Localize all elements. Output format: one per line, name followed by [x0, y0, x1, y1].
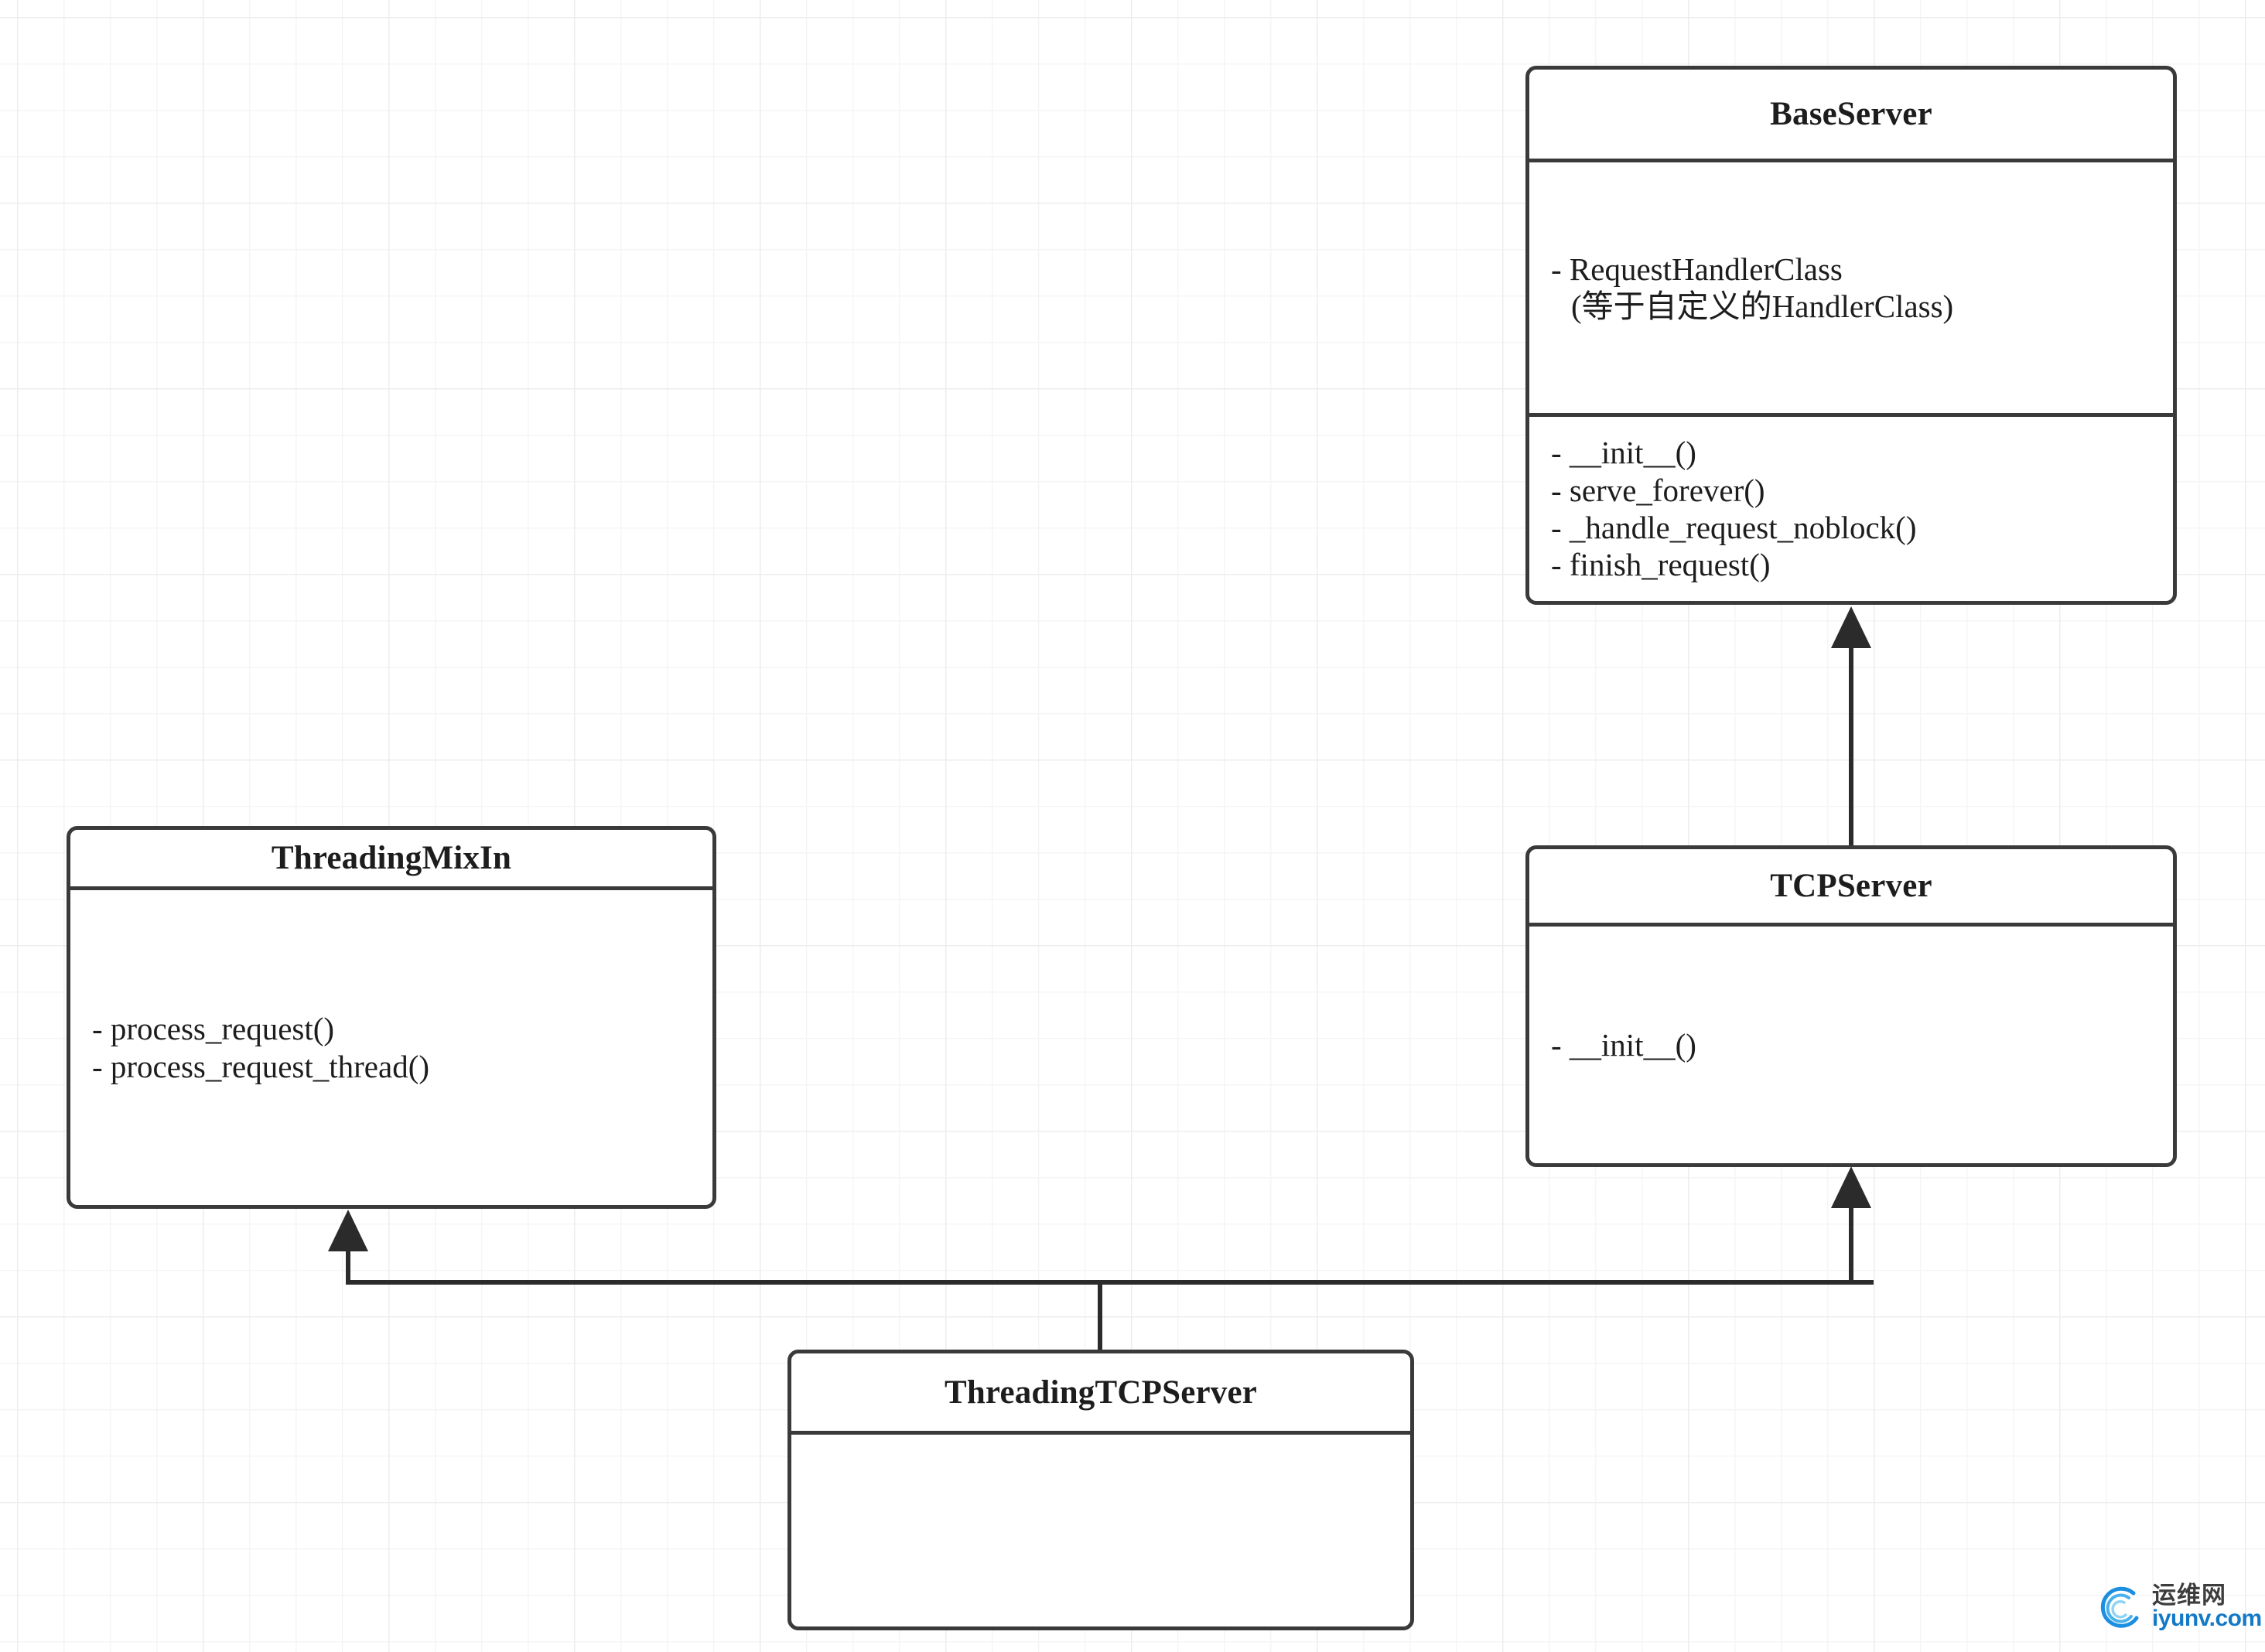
watermark-text: 运维网 iyunv.com [2152, 1583, 2262, 1630]
attribute-line: (等于自定义的HandlerClass) [1571, 288, 1954, 324]
method-line: - process_request() [92, 1011, 335, 1047]
iyunv-logo-icon [2098, 1582, 2146, 1630]
class-methods-tcpserver: - __init__() [1529, 927, 2173, 1163]
connector-horizontal-spine [346, 1280, 1874, 1285]
method-line: - _handle_request_noblock() [1551, 509, 1917, 545]
class-box-baseserver[interactable]: BaseServer - RequestHandlerClass (等于自定义的… [1525, 66, 2177, 605]
class-title-tcpserver: TCPServer [1529, 849, 2173, 927]
class-attributes-baseserver: - RequestHandlerClass (等于自定义的HandlerClas… [1529, 162, 2173, 417]
method-line: - serve_forever() [1551, 472, 1765, 508]
class-box-tcpserver[interactable]: TCPServer - __init__() [1525, 845, 2177, 1167]
watermark-en: iyunv.com [2152, 1605, 2262, 1631]
connector-threadingtcpserver-riser [1098, 1280, 1102, 1353]
connector-tcpserver-to-baseserver [1849, 648, 1853, 846]
class-methods-threadingtcpserver [791, 1435, 1410, 1626]
watermark-cn: 运维网 [2152, 1581, 2226, 1609]
class-box-threadingtcpserver[interactable]: ThreadingTCPServer [787, 1350, 1414, 1630]
arrowhead-threadingmixin [328, 1210, 368, 1251]
attribute-line: - RequestHandlerClass [1551, 251, 1843, 287]
method-line: - process_request_thread() [92, 1048, 430, 1084]
method-line: - __init__() [1551, 1026, 1696, 1063]
class-title-threadingtcpserver: ThreadingTCPServer [791, 1353, 1410, 1435]
class-methods-threadingmixin: - process_request() - process_request_th… [70, 890, 712, 1205]
arrowhead-baseserver [1831, 606, 1871, 648]
connector-to-threadingmixin [346, 1251, 350, 1282]
connector-to-tcpserver [1849, 1208, 1853, 1282]
class-box-threadingmixin[interactable]: ThreadingMixIn - process_request() - pro… [67, 826, 716, 1209]
class-methods-baseserver: - __init__() - serve_forever() - _handle… [1529, 417, 2173, 601]
method-line: - __init__() [1551, 435, 1696, 471]
method-line: - finish_request() [1551, 547, 1771, 583]
watermark: 运维网 iyunv.com [2098, 1582, 2262, 1630]
class-title-baseserver: BaseServer [1529, 70, 2173, 162]
arrowhead-tcpserver [1831, 1166, 1871, 1208]
class-title-threadingmixin: ThreadingMixIn [70, 830, 712, 890]
